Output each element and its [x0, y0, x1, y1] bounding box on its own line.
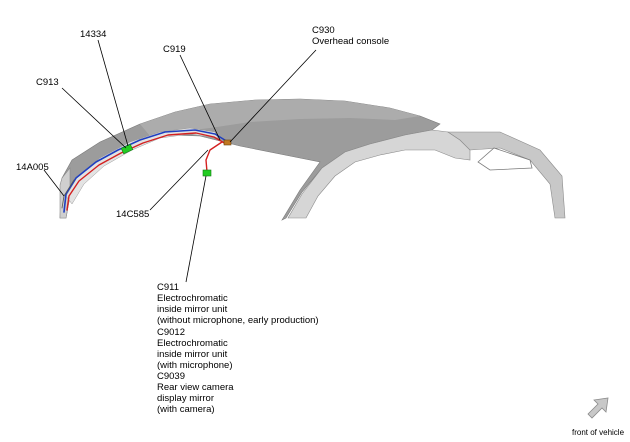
c9039-line-2: display mirror: [157, 393, 215, 404]
c911-line-3: (without microphone, early production): [157, 315, 319, 326]
connector-c930: [223, 139, 232, 146]
c9012-line-2: inside mirror unit: [157, 349, 228, 360]
connectors: [120, 139, 232, 177]
callout-c9039: C9039 Rear view camera display mirror (w…: [157, 371, 234, 415]
c930-code: C930: [312, 25, 335, 36]
c930-desc: Overhead console: [312, 36, 390, 47]
connector-c913: [120, 143, 134, 155]
callout-c911: C911 Electrochromatic inside mirror unit…: [157, 282, 319, 326]
c9012-code: C9012: [157, 327, 185, 338]
leader-lines: [43, 39, 317, 283]
callout-14c585: 14C585: [116, 209, 150, 220]
c9012-line-3: (with microphone): [157, 360, 233, 371]
c9039-code: C9039: [157, 371, 185, 382]
c911-code: C911: [157, 282, 180, 293]
front-of-vehicle-arrow-icon: [587, 397, 609, 419]
c911-line-1: Electrochromatic: [157, 293, 228, 304]
c911-line-2: inside mirror unit: [157, 304, 228, 315]
callout-c913: C913: [36, 77, 59, 88]
c9039-line-3: (with camera): [157, 404, 215, 415]
connector-c911: [202, 169, 212, 177]
callout-c9012: C9012 Electrochromatic inside mirror uni…: [157, 327, 233, 371]
callout-14a005: 14A005: [16, 162, 49, 173]
c9012-line-1: Electrochromatic: [157, 338, 228, 349]
callout-14334: 14334: [80, 29, 107, 40]
roof-panel: [59, 98, 566, 221]
c9039-line-1: Rear view camera: [157, 382, 234, 393]
callout-c919: C919: [163, 44, 186, 55]
front-of-vehicle-label: front of vehicle: [572, 428, 625, 437]
callout-c930: C930 Overhead console: [312, 25, 389, 47]
